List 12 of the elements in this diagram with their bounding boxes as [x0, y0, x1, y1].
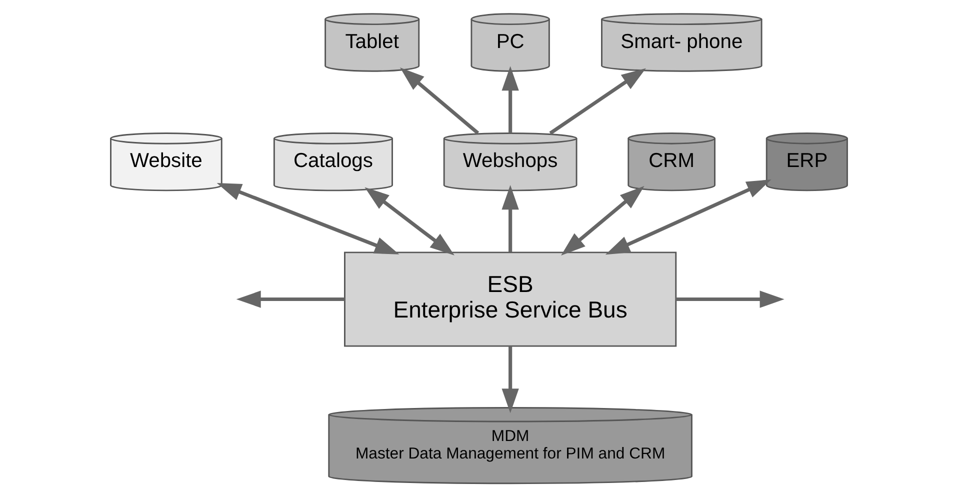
- arrow: [548, 68, 646, 135]
- arrow: [216, 183, 399, 254]
- arrow: [560, 186, 644, 256]
- arrow: [501, 185, 518, 252]
- arrow: [675, 290, 784, 308]
- node-box: ESB Enterprise Service Bus: [344, 252, 676, 347]
- arrow: [501, 66, 518, 133]
- arrow: [364, 187, 454, 256]
- arrow: [236, 290, 344, 308]
- arrow: [604, 179, 771, 255]
- arrow: [399, 67, 479, 135]
- arrow: [501, 346, 518, 414]
